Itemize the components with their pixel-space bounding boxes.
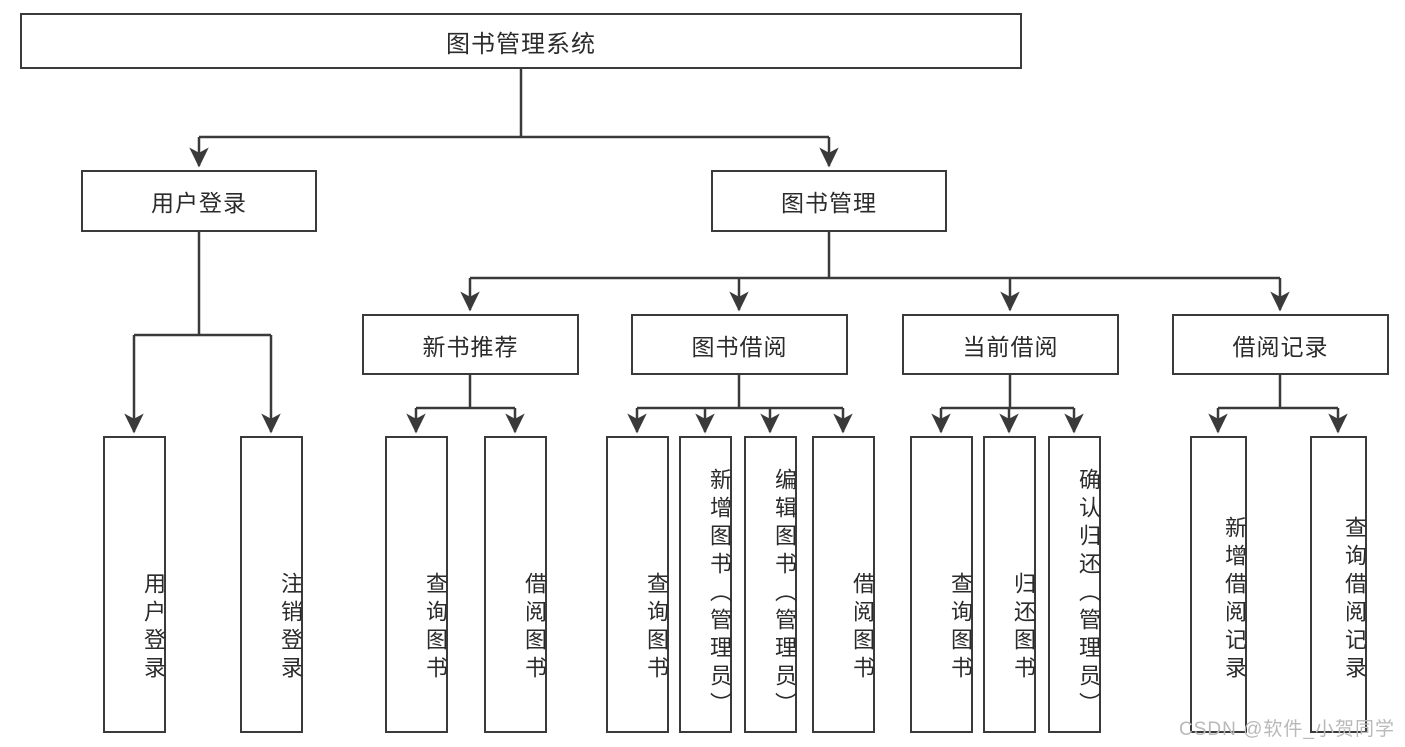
node-user-login[interactable]: 用户登录 (81, 170, 317, 232)
node-root[interactable]: 图书管理系统 (20, 13, 1022, 69)
node-book-management-label: 图书管理 (781, 190, 877, 216)
leaf-confirm-return-admin[interactable]: 确认归还（管理员） (1048, 436, 1101, 733)
csdn-watermark: CSDN @软件_小贺同学 (1179, 719, 1395, 740)
leaf-label: 注销登录 (278, 571, 303, 684)
leaf-add-book-admin[interactable]: 新增图书（管理员） (679, 436, 732, 733)
leaf-user-login[interactable]: 用户登录 (103, 436, 166, 733)
leaf-label: 编辑图书（管理员） (772, 467, 797, 720)
node-borrow-record[interactable]: 借阅记录 (1172, 314, 1389, 375)
leaf-label: 确认归还（管理员） (1076, 467, 1101, 720)
leaf-query-borrow-record[interactable]: 查询借阅记录 (1310, 436, 1367, 733)
node-book-borrow[interactable]: 图书借阅 (631, 314, 848, 375)
node-book-management[interactable]: 图书管理 (711, 170, 947, 232)
node-current-borrow[interactable]: 当前借阅 (902, 314, 1119, 375)
leaf-logout-login[interactable]: 注销登录 (240, 436, 303, 733)
leaf-edit-book-admin[interactable]: 编辑图书（管理员） (744, 436, 797, 733)
node-new-book-recommend-label: 新书推荐 (422, 333, 519, 360)
leaf-add-borrow-record[interactable]: 新增借阅记录 (1190, 436, 1247, 733)
leaf-label: 新增借阅记录 (1222, 515, 1247, 684)
node-borrow-record-label: 借阅记录 (1232, 333, 1329, 360)
leaf-label: 用户登录 (141, 571, 166, 684)
leaf-label: 归还图书 (1011, 571, 1036, 684)
node-root-label: 图书管理系统 (446, 30, 596, 58)
node-user-login-label: 用户登录 (151, 190, 247, 216)
leaf-borrow-book[interactable]: 借阅图书 (812, 436, 875, 733)
node-current-borrow-label: 当前借阅 (962, 333, 1059, 360)
leaf-label: 借阅图书 (850, 571, 875, 684)
leaf-return-book[interactable]: 归还图书 (983, 436, 1036, 733)
leaf-label: 查询图书 (644, 571, 669, 684)
leaf-label: 查询图书 (948, 571, 973, 684)
leaf-query-book-current[interactable]: 查询图书 (910, 436, 973, 733)
leaf-label: 新增图书（管理员） (707, 467, 732, 720)
leaf-label: 查询借阅记录 (1342, 515, 1367, 684)
leaf-query-book-borrow[interactable]: 查询图书 (606, 436, 669, 733)
leaf-label: 借阅图书 (522, 571, 547, 684)
leaf-borrow-book-recommend[interactable]: 借阅图书 (484, 436, 547, 733)
node-new-book-recommend[interactable]: 新书推荐 (362, 314, 579, 375)
leaf-query-book-recommend[interactable]: 查询图书 (385, 436, 448, 733)
leaf-label: 查询图书 (423, 571, 448, 684)
node-book-borrow-label: 图书借阅 (691, 333, 788, 360)
